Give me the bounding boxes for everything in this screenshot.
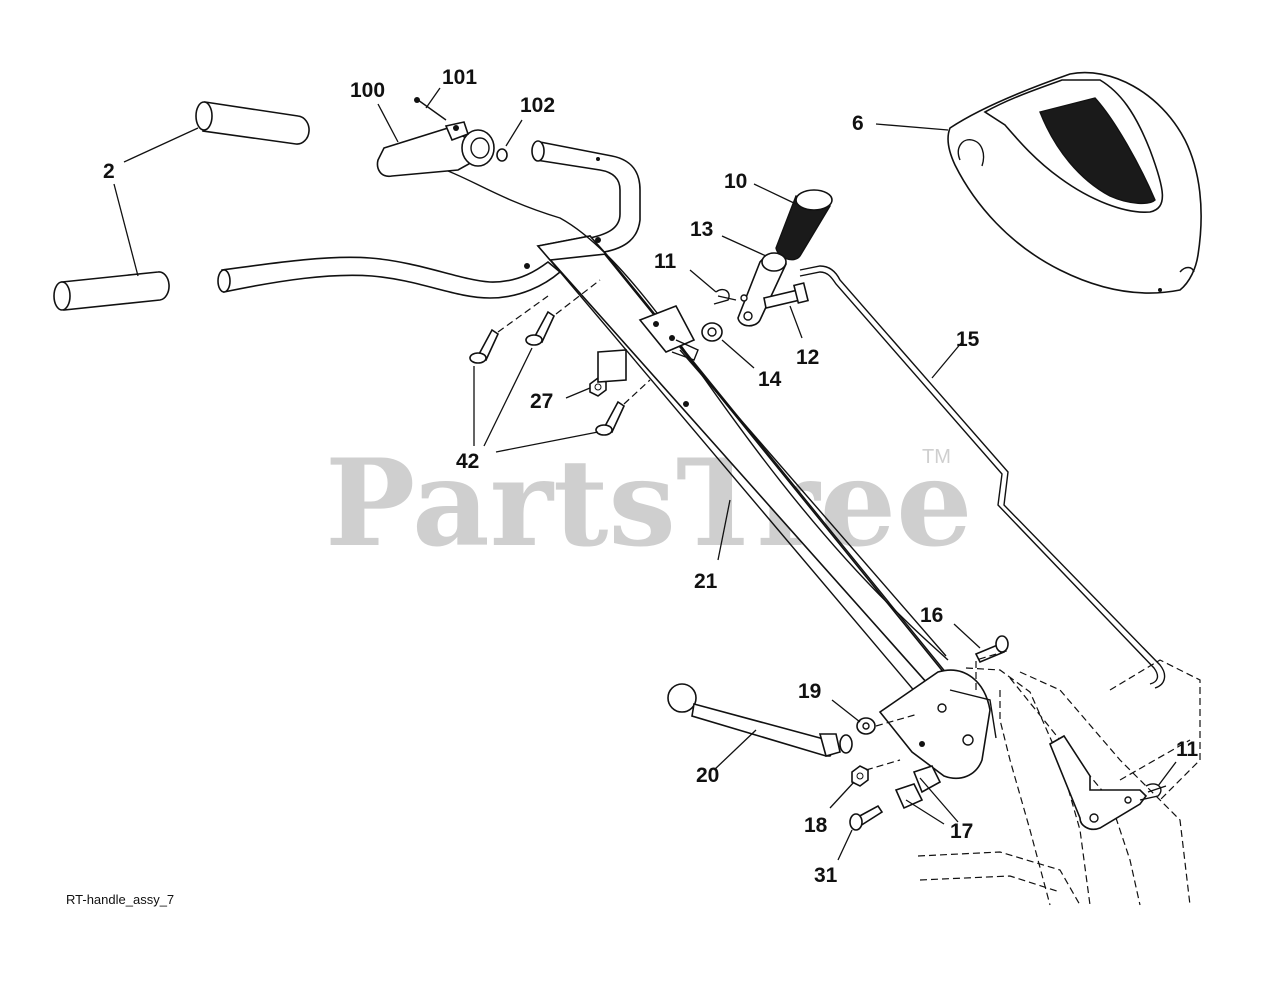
watermark-text: PartsTree	[325, 433, 972, 574]
shift-rod-edge	[799, 271, 1159, 685]
callout-10: 10	[724, 170, 747, 193]
callout-13: 13	[690, 218, 713, 241]
watermark-trademark: TM	[922, 446, 951, 468]
pivot-bracket	[878, 669, 997, 780]
lever-grip	[775, 189, 833, 261]
washer-19	[856, 717, 876, 735]
callout-17: 17	[950, 820, 973, 843]
bolt-42-left	[469, 328, 500, 364]
shift-bracket	[1048, 734, 1148, 831]
bolt-42-middle	[525, 310, 556, 346]
retaining-ring	[496, 148, 508, 162]
alignment-line-3	[623, 379, 651, 405]
callout-18: 18	[804, 814, 828, 837]
nut-18	[851, 765, 869, 787]
callout-27: 27	[530, 390, 553, 413]
bolt-31	[849, 804, 884, 831]
grip-lower	[53, 271, 170, 311]
callout-15: 15	[956, 328, 980, 351]
bolt-42-lower	[595, 400, 626, 436]
roll-pin	[414, 97, 447, 121]
callout-2: 2	[103, 160, 115, 183]
callout-21: 21	[694, 570, 718, 593]
engagement-lever	[737, 252, 787, 327]
leader-lines	[113, 87, 1177, 861]
handle-bar	[217, 140, 641, 299]
callout-12: 12	[796, 346, 819, 369]
callout-100: 100	[350, 79, 385, 102]
shoulder-bolt	[763, 282, 809, 309]
hairpin-clip-lower	[1139, 783, 1167, 801]
tiller-frame-dashed	[917, 649, 1201, 906]
console-cover	[947, 71, 1202, 294]
callout-19: 19	[798, 680, 821, 703]
control-lever-housing	[376, 121, 495, 178]
spacer	[701, 322, 723, 342]
callout-11-upper: 11	[654, 250, 677, 273]
callout-14: 14	[758, 368, 782, 391]
grip-upper	[195, 101, 310, 145]
diagram-caption: RT-handle_assy_7	[66, 892, 174, 907]
wedge-blocks	[894, 765, 942, 810]
hairpin-clip-upper	[713, 288, 737, 305]
callout-42: 42	[456, 450, 479, 473]
alignment-line-5	[865, 759, 901, 771]
callout-11-lower: 11	[1176, 738, 1199, 761]
tube-plate	[597, 349, 627, 383]
control-rod	[679, 349, 947, 657]
callout-16: 16	[920, 604, 943, 627]
alignment-line-2	[555, 279, 601, 315]
callout-6: 6	[852, 112, 864, 135]
alignment-line-4	[875, 713, 919, 727]
shift-lever	[667, 683, 853, 757]
callout-20: 20	[696, 764, 719, 787]
lever-bracket	[638, 304, 699, 361]
shift-rod	[799, 265, 1166, 689]
callout-31: 31	[814, 864, 838, 887]
callout-101: 101	[442, 66, 477, 89]
callout-102: 102	[520, 94, 555, 117]
